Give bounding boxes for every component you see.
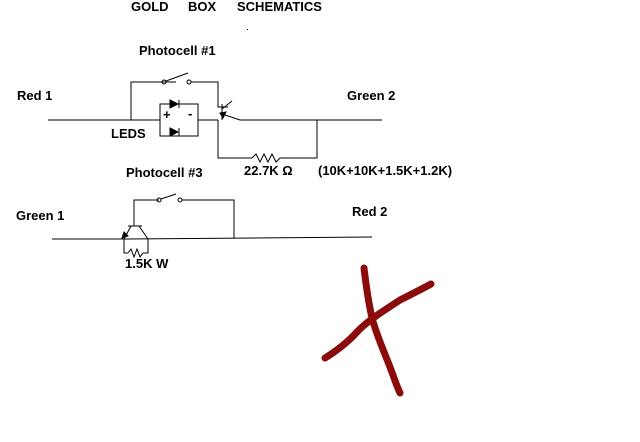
wire-photocell3-right [182,199,235,238]
wire-resistor1-right [280,120,318,159]
photocell1-switch-blade [165,72,189,82]
led2-triangle [169,127,180,137]
led1-triangle [169,99,180,109]
label-resistor1-breakdown: (10K+10K+1.5K+1.2K) [318,163,453,178]
label-led-plus: + [163,107,171,122]
transistor1-arrow [219,111,227,120]
resistor2-zigzag [127,247,144,259]
label-red2: Red 2 [352,204,388,219]
title-word-schematics: SCHEMATICS [237,0,322,14]
photocell1-contact-right [186,79,192,85]
label-green2: Green 2 [347,88,396,103]
wire-photocell3-left [133,199,159,226]
wire-resistor2-right [143,239,149,254]
transistor2-arrow [121,231,129,239]
label-photocell1: Photocell #1 [139,43,216,58]
title-word-box: BOX [188,0,217,14]
label-resistor2: 1.5K W [125,256,169,271]
label-led-minus: - [188,106,193,121]
photocell3-contact-left [156,197,162,203]
photocell1-contact-left [161,79,167,85]
photocell3-contact-right [177,197,183,203]
label-leds: LEDS [111,126,146,141]
label-photocell3: Photocell #3 [126,165,203,180]
resistor1-zigzag [251,152,281,164]
title-word-gold: GOLD [131,0,169,14]
wire-red2 [123,236,373,240]
wire-resistor1-left [217,120,252,159]
wire-photocell1-left [130,81,176,120]
wire-resistor2-left [123,239,128,254]
photocell3-switch-blade [160,193,177,200]
transistor2-right-lead [138,225,149,240]
label-green1: Green 1 [16,208,65,223]
stray-dot [247,29,248,30]
cross-mark-stroke-2 [321,280,435,362]
label-red1: Red 1 [17,88,53,103]
label-resistor1: 22.7K Ω [244,163,293,178]
wire-photocell1-right [191,81,228,108]
cross-mark-stroke-1 [360,264,404,397]
transistor1-collector [221,100,233,110]
